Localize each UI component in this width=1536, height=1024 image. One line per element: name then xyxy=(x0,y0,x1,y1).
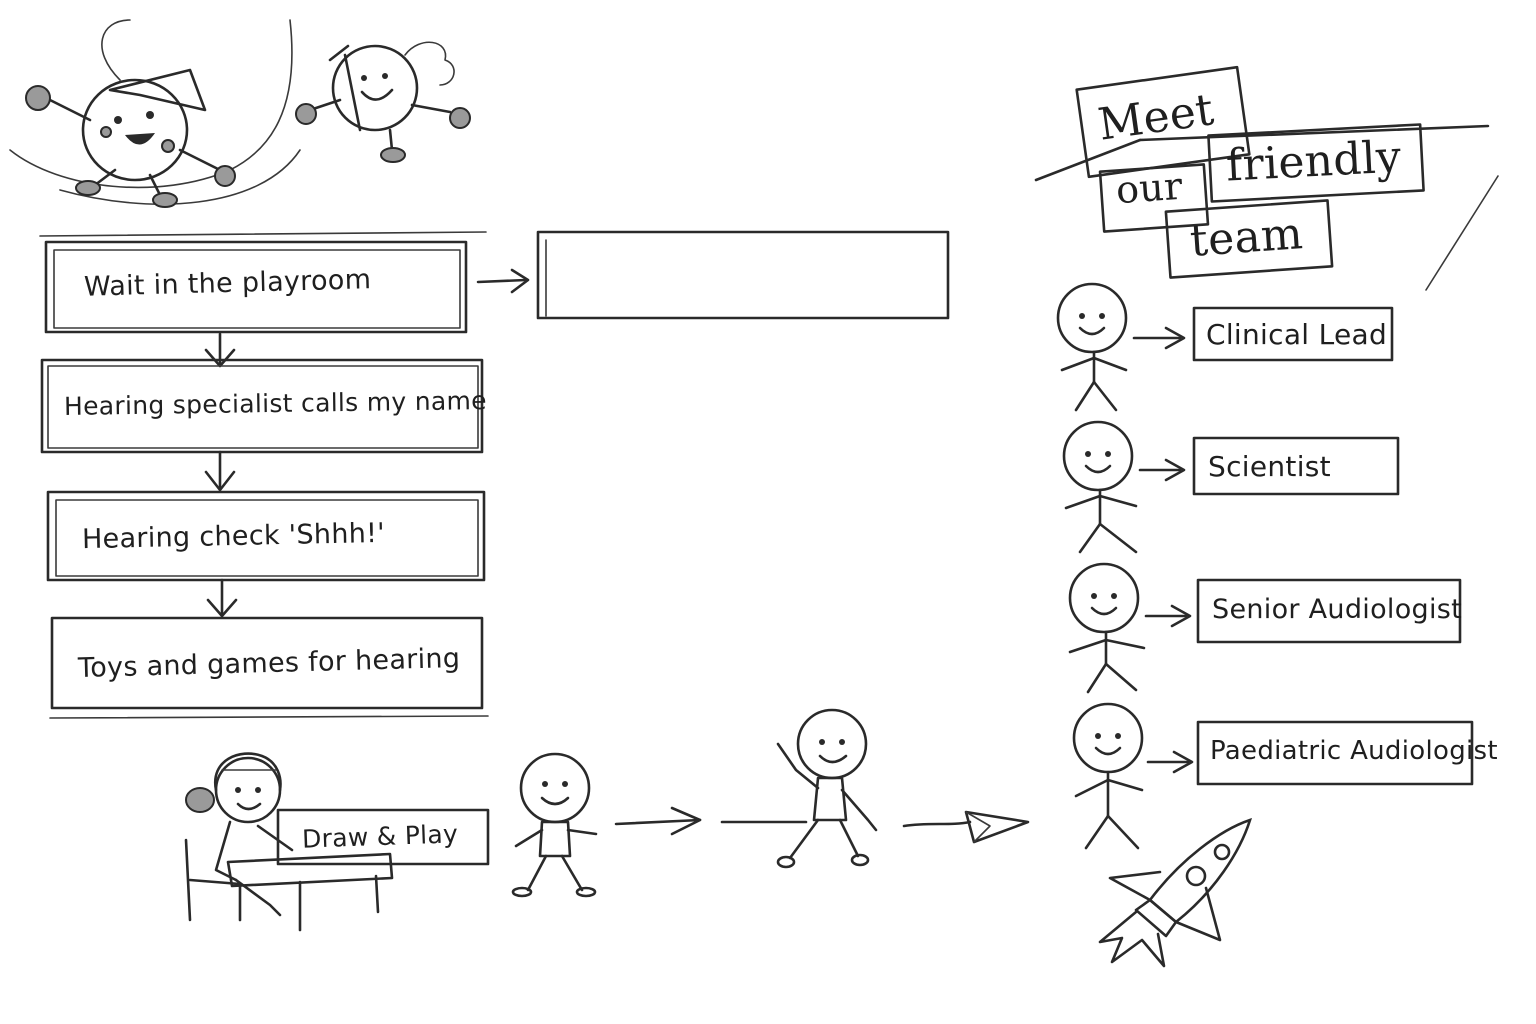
team-title-frame xyxy=(1036,67,1498,290)
flow-arrow-down-2 xyxy=(206,452,234,490)
team-role-senior-audiologist: Senior Audiologist xyxy=(1212,594,1463,625)
rocket-icon xyxy=(1100,820,1250,966)
team-role-scientist: Scientist xyxy=(1208,450,1331,483)
team-title-word-our: our xyxy=(1114,163,1184,213)
team-title-word-friendly: friendly xyxy=(1224,131,1403,192)
team-member-figure-4 xyxy=(1074,704,1472,848)
journey-arrow-1 xyxy=(616,808,700,834)
balloon-creature-icon xyxy=(10,20,300,207)
team-role-paediatric-audiologist: Paediatric Audiologist xyxy=(1210,736,1498,766)
flow-step-box-2 xyxy=(42,360,482,452)
team-role-clinical-lead: Clinical Lead xyxy=(1206,318,1388,351)
stick-figure-icon xyxy=(513,754,596,896)
draw-and-play-sign-label: Draw & Play xyxy=(301,819,459,854)
team-member-figure-1 xyxy=(1058,284,1392,410)
team-member-figure-2 xyxy=(1064,422,1398,552)
stick-figure-icon xyxy=(722,710,876,867)
smiling-creature-icon xyxy=(296,42,470,162)
team-member-figure-3 xyxy=(1070,564,1460,692)
flow-step-box-1 xyxy=(40,232,486,332)
flow-arrow-right xyxy=(478,270,528,292)
flow-step-2-label: Hearing specialist calls my name xyxy=(63,386,488,421)
flow-step-3-label: Hearing check 'Shhh!' xyxy=(81,517,386,556)
flow-arrow-down-3 xyxy=(208,580,236,616)
empty-box xyxy=(538,232,948,318)
flow-step-box-4 xyxy=(50,618,488,718)
team-title-word-team: team xyxy=(1188,208,1305,267)
girl-at-desk-icon xyxy=(186,754,488,930)
flow-step-box-3 xyxy=(48,492,484,580)
paper-plane-icon xyxy=(904,812,1028,842)
